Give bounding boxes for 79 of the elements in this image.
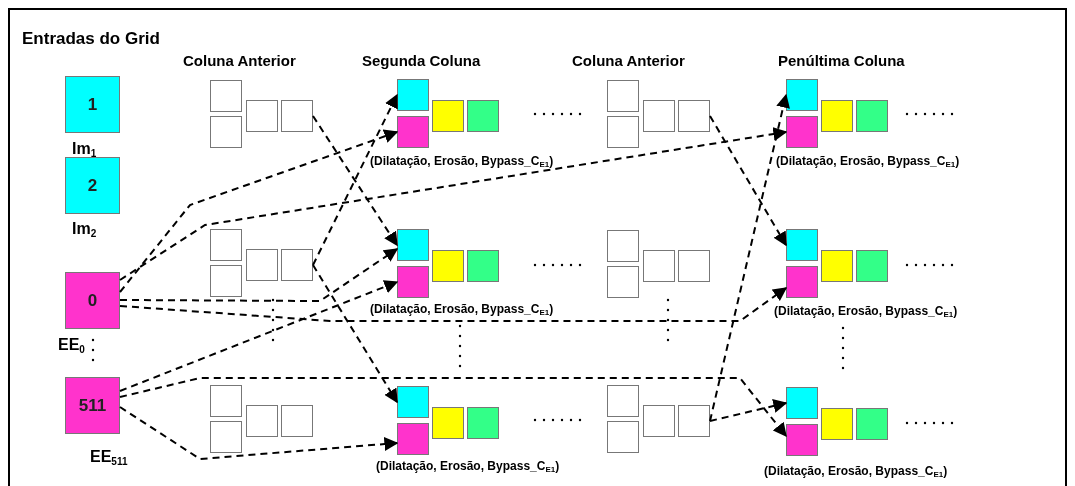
cell-square	[856, 100, 888, 132]
cell-square	[821, 250, 853, 282]
cell-square	[607, 266, 639, 298]
cell-square	[432, 250, 464, 282]
cell-square	[643, 405, 675, 437]
cell-square	[210, 116, 242, 148]
cell-square	[607, 80, 639, 112]
cell-square	[246, 405, 278, 437]
dashed-arrow	[119, 406, 399, 461]
cell-square	[210, 421, 242, 453]
cell-square	[856, 408, 888, 440]
cell-square	[678, 100, 710, 132]
cell-square	[786, 229, 818, 261]
cell-square	[821, 408, 853, 440]
cell-square	[432, 100, 464, 132]
dashed-arrow	[119, 377, 787, 438]
column-heading: Coluna Anterior	[183, 51, 296, 71]
dashed-arrow	[312, 93, 398, 266]
column-heading: Penúltima Coluna	[778, 51, 905, 71]
cell-square	[281, 100, 313, 132]
input-label: EE$_{0}$	[58, 335, 85, 357]
cell-square	[786, 266, 818, 298]
cell-square	[786, 424, 818, 456]
input-box: 1	[65, 76, 120, 133]
dashed-arrow	[709, 399, 788, 422]
cell-square	[643, 250, 675, 282]
cell-square	[786, 387, 818, 419]
cell-square	[210, 265, 242, 297]
dashed-arrow	[312, 115, 398, 247]
cell-square	[467, 100, 499, 132]
cell-square	[607, 421, 639, 453]
cell-square	[856, 250, 888, 282]
cell-square	[467, 407, 499, 439]
dashed-arrow	[119, 127, 788, 281]
cell-square	[210, 80, 242, 112]
input-box: 2	[65, 157, 120, 214]
cell-square	[397, 229, 429, 261]
input-box: 0	[65, 272, 120, 329]
cell-square	[786, 79, 818, 111]
cell-square	[467, 250, 499, 282]
cell-square	[246, 249, 278, 281]
cell-square	[397, 386, 429, 418]
dashed-arrow	[119, 287, 788, 322]
operation-label: (Dilatação, Erosão, Bypass_C$_{E1}$)	[764, 463, 948, 480]
operation-label: (Dilatação, Erosão, Bypass_C$_{E1}$)	[370, 301, 554, 318]
cell-square	[210, 385, 242, 417]
column-heading: Segunda Coluna	[362, 51, 481, 71]
column-heading: Entradas do Grid	[22, 28, 160, 50]
dashed-arrow	[709, 115, 787, 247]
cell-square	[397, 116, 429, 148]
cell-square	[821, 100, 853, 132]
dashed-arrow	[119, 248, 399, 302]
operation-label: (Dilatação, Erosão, Bypass_C$_{E1}$)	[776, 153, 960, 170]
dashed-arrow	[119, 280, 399, 392]
cell-square	[678, 250, 710, 282]
cell-square	[397, 266, 429, 298]
cell-square	[432, 407, 464, 439]
operation-label: (Dilatação, Erosão, Bypass_C$_{E1}$)	[774, 303, 958, 320]
input-label: EE$_{511}$	[90, 447, 128, 469]
dashed-arrow	[312, 264, 398, 404]
cell-square	[607, 230, 639, 262]
input-label: Im$_{2}$	[72, 219, 97, 241]
operation-label: (Dilatação, Erosão, Bypass_C$_{E1}$)	[370, 153, 554, 170]
column-heading: Coluna Anterior	[572, 51, 685, 71]
cell-square	[786, 116, 818, 148]
cell-square	[397, 423, 429, 455]
cell-square	[643, 100, 675, 132]
cell-square	[678, 405, 710, 437]
cell-square	[607, 116, 639, 148]
cell-square	[281, 405, 313, 437]
dashed-arrow	[119, 129, 399, 293]
cell-square	[607, 385, 639, 417]
operation-label: (Dilatação, Erosão, Bypass_C$_{E1}$)	[376, 458, 560, 475]
dashed-arrow	[709, 93, 790, 422]
cell-square	[281, 249, 313, 281]
cell-square	[246, 100, 278, 132]
cell-square	[210, 229, 242, 261]
input-box: 511	[65, 377, 120, 434]
cell-square	[397, 79, 429, 111]
